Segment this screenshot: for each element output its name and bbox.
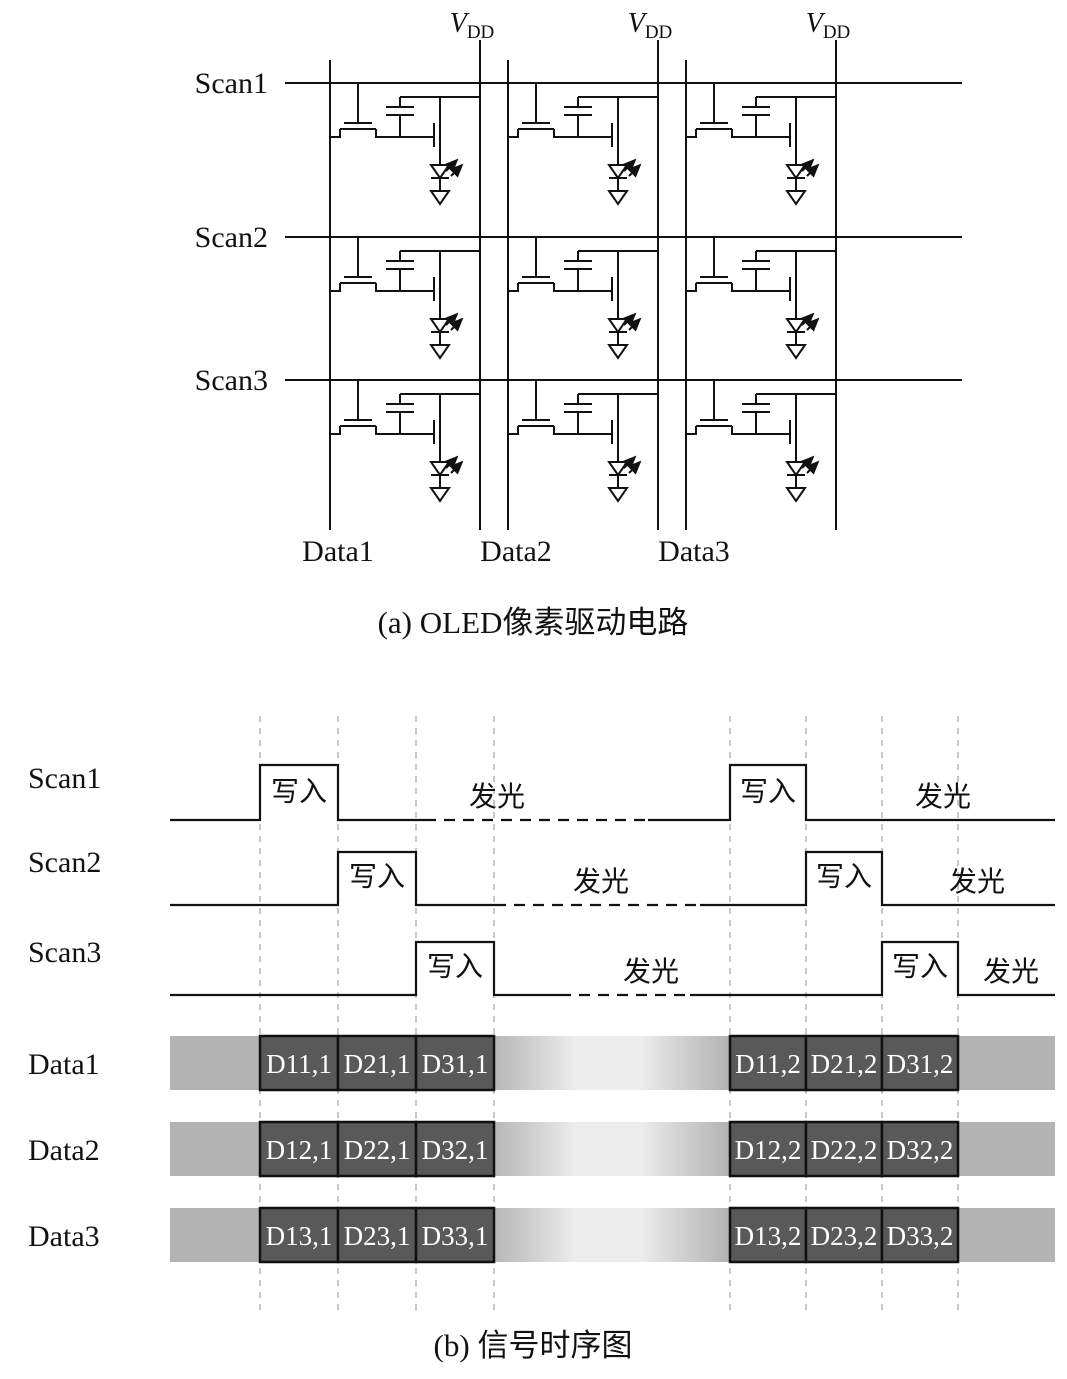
circuit-data3-label: Data3 bbox=[658, 535, 730, 568]
timing-scan2-label: Scan2 bbox=[28, 846, 101, 879]
data-cell-label: D11,2 bbox=[735, 1049, 801, 1079]
timing-data1-label: Data1 bbox=[28, 1048, 100, 1081]
scan2-waveform bbox=[170, 850, 1055, 907]
vdd-label-2: VDD bbox=[628, 8, 673, 43]
emit-label: 发光 bbox=[949, 866, 1005, 898]
data-cell-label: D33,2 bbox=[887, 1221, 954, 1251]
pixel-cell bbox=[330, 237, 480, 358]
scan3-waveform bbox=[170, 940, 1055, 997]
pixel-cell bbox=[686, 380, 836, 501]
data-cell-label: D31,2 bbox=[887, 1049, 954, 1079]
write-label: 写入 bbox=[427, 952, 483, 983]
data-cell-label: D11,1 bbox=[266, 1049, 332, 1079]
emit-label: 发光 bbox=[623, 956, 679, 988]
pixel-cell bbox=[686, 237, 836, 358]
data-box bbox=[414, 1120, 496, 1178]
timing-data2-label: Data2 bbox=[28, 1134, 100, 1167]
write-label: 写入 bbox=[816, 862, 872, 893]
waveform-segment bbox=[690, 940, 1055, 997]
data-cell-label: D13,1 bbox=[266, 1221, 333, 1251]
emit-label: 发光 bbox=[983, 956, 1039, 988]
data-cell-label: D22,1 bbox=[344, 1135, 411, 1165]
data-box bbox=[804, 1034, 884, 1092]
emit-label: 发光 bbox=[915, 781, 971, 813]
pixel-cell bbox=[686, 83, 836, 204]
write-label: 写入 bbox=[271, 777, 327, 808]
vdd-label-3: VDD bbox=[806, 8, 851, 43]
data3-boxes: D13,1 D23,1 D33,1 D13,2 D23,2 D33,2 bbox=[258, 1206, 960, 1264]
data-cell-label: D23,1 bbox=[344, 1221, 411, 1251]
circuit-data1-label: Data1 bbox=[302, 535, 374, 568]
data-box bbox=[880, 1120, 960, 1178]
waveform-segment bbox=[648, 763, 1055, 822]
scan-lines bbox=[285, 82, 962, 381]
data-box bbox=[880, 1206, 960, 1264]
circuit-scan2-label: Scan2 bbox=[195, 221, 268, 254]
waveform-segment bbox=[700, 850, 1055, 907]
waveform-segment bbox=[170, 940, 560, 997]
data-box bbox=[258, 1206, 340, 1264]
write-label: 写入 bbox=[740, 777, 796, 808]
timing-data3-label: Data3 bbox=[28, 1220, 100, 1253]
pixel-cell bbox=[330, 380, 480, 501]
data1-boxes: D11,1 D21,1 D31,1 D11,2 D21,2 D31,2 bbox=[258, 1034, 960, 1092]
data-cell-label: D33,1 bbox=[422, 1221, 489, 1251]
timing-diagram: D11,1 D21,1 D31,1 D11,2 D21,2 D31,2 D12,… bbox=[28, 716, 1055, 1363]
waveform-segment bbox=[170, 763, 425, 822]
data-box bbox=[258, 1120, 340, 1178]
data-cell-label: D21,2 bbox=[811, 1049, 878, 1079]
scan1-waveform bbox=[170, 763, 1055, 822]
data-cell-label: D21,1 bbox=[344, 1049, 411, 1079]
data-box bbox=[258, 1034, 340, 1092]
circuit-data2-label: Data2 bbox=[480, 535, 552, 568]
waveform-segment bbox=[170, 850, 495, 907]
caption-a: (a) OLED像素驱动电路 bbox=[378, 605, 689, 640]
pixel-cell bbox=[508, 237, 658, 358]
data-cell-label: D23,2 bbox=[811, 1221, 878, 1251]
data-cell-label: D32,2 bbox=[887, 1135, 954, 1165]
circuit-scan1-label: Scan1 bbox=[195, 67, 268, 100]
data-cell-label: D13,2 bbox=[735, 1221, 802, 1251]
timing-scan3-label: Scan3 bbox=[28, 936, 101, 969]
data-box bbox=[728, 1120, 808, 1178]
write-label: 写入 bbox=[349, 862, 405, 893]
vdd-label-1: VDD bbox=[450, 8, 495, 43]
data-box bbox=[336, 1034, 418, 1092]
data-box bbox=[728, 1206, 808, 1264]
emit-label: 发光 bbox=[469, 781, 525, 813]
data-box bbox=[336, 1120, 418, 1178]
pixel-cell bbox=[330, 83, 480, 204]
data-cell-label: D31,1 bbox=[422, 1049, 489, 1079]
caption-b: (b) 信号时序图 bbox=[434, 1328, 633, 1363]
data-box bbox=[414, 1034, 496, 1092]
vdd-lines bbox=[479, 40, 837, 530]
pixel-cell bbox=[508, 83, 658, 204]
data-box bbox=[414, 1206, 496, 1264]
write-label: 写入 bbox=[892, 952, 948, 983]
timing-scan1-label: Scan1 bbox=[28, 762, 101, 795]
circuit-scan3-label: Scan3 bbox=[195, 364, 268, 397]
data-box bbox=[728, 1034, 808, 1092]
data-lines bbox=[329, 60, 687, 530]
data-cell-label: D32,1 bbox=[422, 1135, 489, 1165]
data2-boxes: D12,1 D22,1 D32,1 D12,2 D22,2 D32,2 bbox=[258, 1120, 960, 1178]
data-cell-label: D12,2 bbox=[735, 1135, 802, 1165]
circuit-diagram: VDD VDD VDD Scan1 Scan2 Scan3 Data1 Data… bbox=[195, 8, 962, 640]
pixel-cell bbox=[508, 380, 658, 501]
emit-label: 发光 bbox=[573, 866, 629, 898]
data-box bbox=[804, 1206, 884, 1264]
data-box bbox=[880, 1034, 960, 1092]
data-cell-label: D22,2 bbox=[811, 1135, 878, 1165]
data-cell-label: D12,1 bbox=[266, 1135, 333, 1165]
